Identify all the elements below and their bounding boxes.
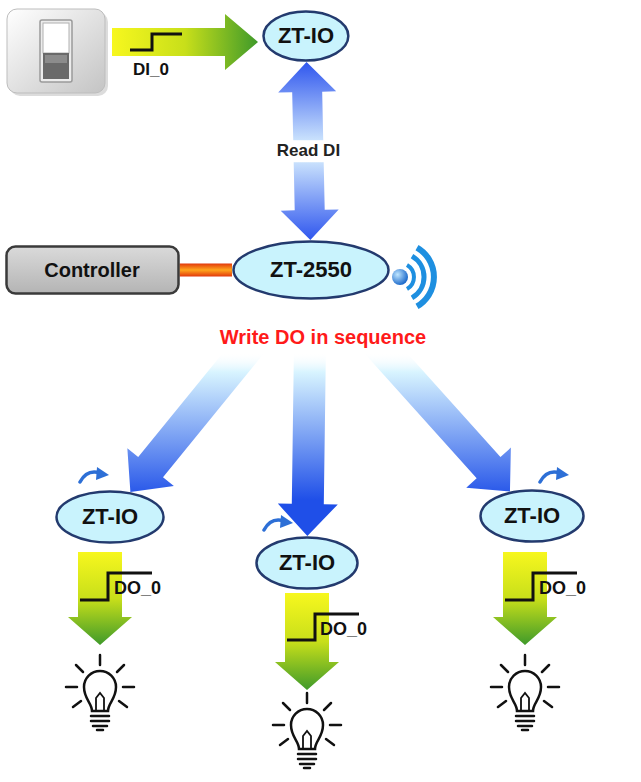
module-ellipse: ZT-2550 bbox=[232, 240, 390, 300]
node-text-group: ZT-IO bbox=[278, 23, 334, 48]
ellipse-outline bbox=[264, 12, 349, 61]
node-text-group: Controller bbox=[44, 259, 140, 282]
signal-name: DO_0 bbox=[539, 578, 586, 599]
node-label: ZT-2550 bbox=[270, 257, 352, 282]
link-bar bbox=[180, 264, 233, 277]
module-ellipse: ZT-IO bbox=[255, 536, 359, 590]
node-label: ZT-IO bbox=[504, 503, 560, 528]
edge-label: Read DI bbox=[273, 140, 344, 162]
do-signal-arrow bbox=[275, 593, 359, 690]
signal-name: DO_0 bbox=[114, 578, 161, 599]
toggle-switch-icon bbox=[7, 9, 108, 96]
node-text-group: ZT-2550 bbox=[270, 257, 352, 282]
block-arrow bbox=[127, 289, 300, 492]
block-arrow bbox=[325, 288, 511, 492]
node-label: ZT-IO bbox=[279, 550, 335, 575]
ellipse-outline bbox=[57, 492, 164, 543]
node-label: Controller bbox=[44, 259, 140, 282]
module-ellipse: ZT-IO bbox=[479, 489, 585, 543]
ellipse-outline bbox=[481, 491, 584, 542]
node-text-group: ZT-IO bbox=[504, 503, 560, 528]
module-ellipse: ZT-IO bbox=[55, 490, 165, 544]
sequence-note: Write DO in sequence bbox=[220, 326, 426, 349]
do-signal-arrow bbox=[493, 552, 577, 645]
ellipse-outline bbox=[257, 538, 358, 589]
box-outline bbox=[6, 247, 178, 294]
node-label: ZT-IO bbox=[278, 23, 334, 48]
node-text-group: ZT-IO bbox=[82, 504, 138, 529]
node-text-group: ZT-IO bbox=[279, 550, 335, 575]
module-ellipse: ZT-IO bbox=[262, 10, 350, 62]
do-signal-arrow bbox=[68, 552, 152, 645]
light-bulb-icon bbox=[66, 655, 559, 768]
signal-name: DI_0 bbox=[133, 60, 169, 80]
controller-box: Controller bbox=[5, 245, 180, 295]
ellipse-outline bbox=[234, 242, 389, 299]
signal-name: DO_0 bbox=[320, 619, 367, 640]
node-label: ZT-IO bbox=[82, 504, 138, 529]
wireless-icon bbox=[392, 248, 434, 307]
